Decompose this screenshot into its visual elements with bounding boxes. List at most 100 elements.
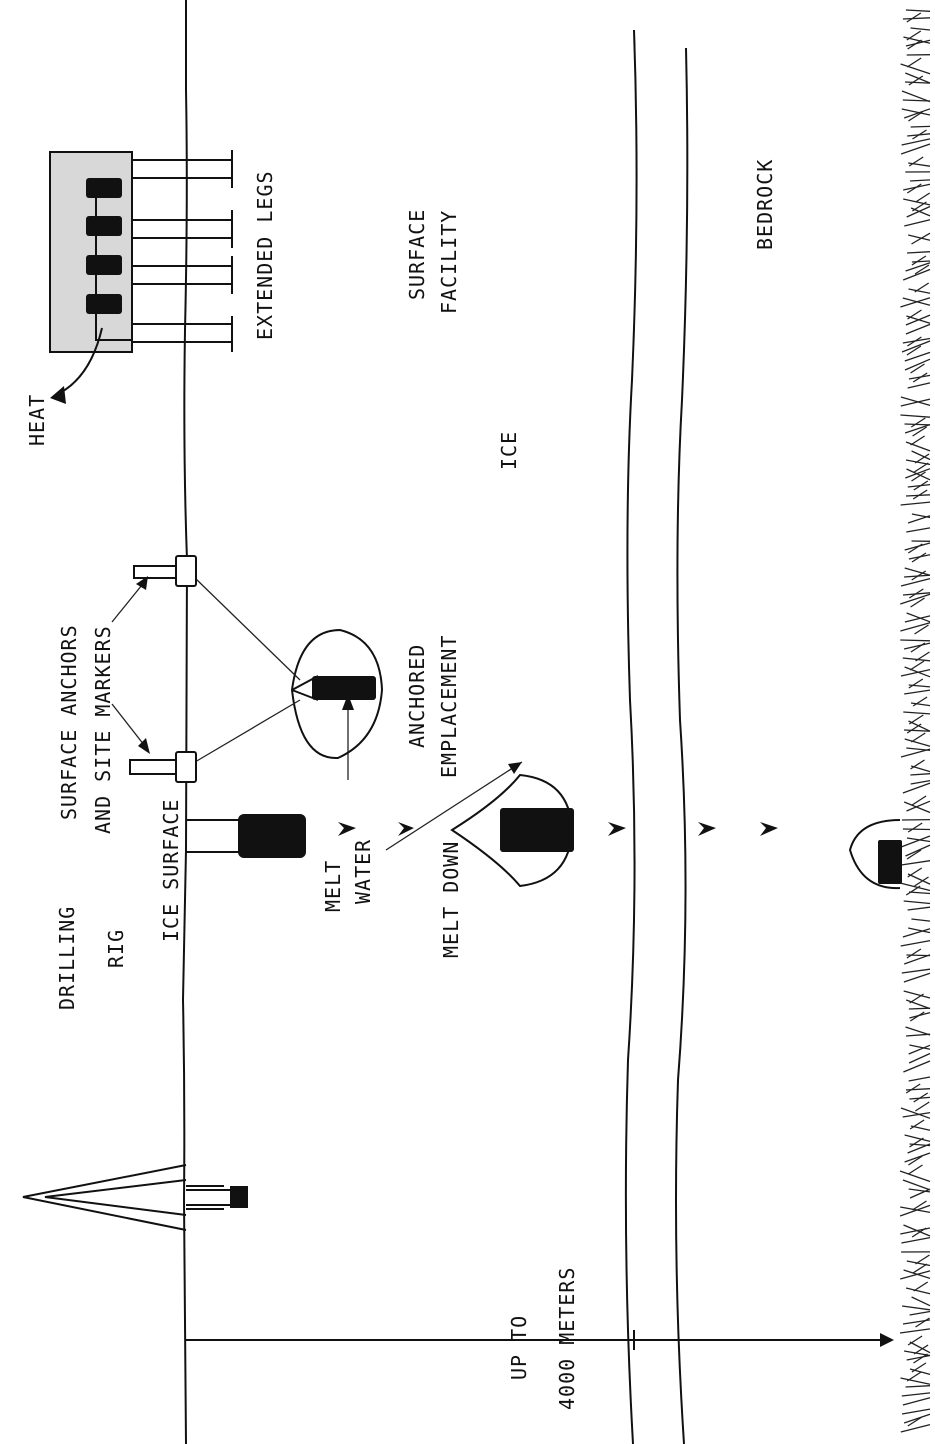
heat-arrow-head — [50, 386, 66, 404]
label-emplacement: EMPLACEMENT — [437, 635, 461, 778]
bedrock-hatch-stroke — [908, 1155, 923, 1166]
bedrock-hatch-stroke — [907, 543, 923, 554]
labels: DRILLING RIG ICE SURFACE MELT DOWN MELT … — [25, 159, 777, 1410]
bedrock-hatch-stroke — [909, 1044, 931, 1050]
melt-water-arrow-head-2 — [342, 694, 354, 710]
bedrock-hatch-stroke — [913, 480, 929, 491]
bedrock-hatch-stroke — [900, 63, 931, 75]
bedrock-hatch-stroke — [900, 639, 931, 642]
bedrock-hatch-stroke — [905, 9, 931, 12]
bedrock-hatch-stroke — [913, 462, 929, 473]
bedrock-hatch-stroke — [908, 111, 923, 122]
bedrock-hatch-stroke — [902, 928, 931, 938]
bedrock-hatch-stroke — [905, 468, 931, 479]
surface-anchor-upper — [133, 555, 197, 587]
bedrock-hatch-stroke — [909, 1137, 924, 1148]
bedrock-hatch-stroke — [904, 219, 931, 227]
bedrock-hatch-stroke — [903, 954, 931, 965]
anchor-label-arrow-upper — [111, 579, 147, 623]
bedrock-hatch-stroke — [906, 1354, 931, 1361]
bedrock-hatch-stroke — [911, 1362, 927, 1373]
bedrock-hatch-stroke — [910, 417, 926, 428]
bedrock-hatch-stroke — [909, 1368, 931, 1376]
bedrock-hatch-stroke — [904, 689, 931, 695]
bedrock-hatch-stroke — [905, 844, 931, 857]
bedrock-hatch-stroke — [908, 891, 931, 895]
bedrock-hatch-stroke — [907, 1143, 931, 1154]
bedrock-hatch-stroke — [903, 900, 931, 905]
bedrock-hatch-stroke — [899, 1328, 931, 1334]
bedrock-hatch-stroke — [914, 876, 929, 887]
bedrock-hatch-stroke — [908, 714, 924, 725]
bedrock-hatch-stroke — [903, 729, 931, 732]
label-melt-down: MELT DOWN — [439, 841, 463, 958]
bedrock-hatch-stroke — [901, 1392, 931, 1397]
bedrock-hatch-stroke — [899, 882, 931, 892]
bedrock-hatch-stroke — [908, 927, 931, 934]
bedrock-hatch-stroke — [904, 615, 931, 623]
bedrock-hatch-stroke — [906, 849, 922, 860]
surface-facility — [49, 150, 233, 353]
label-melt-water-1: MELT — [321, 860, 345, 912]
bedrock-hatch-stroke — [906, 1371, 922, 1382]
bedrock-hatch-stroke — [908, 288, 931, 294]
label-surface: SURFACE — [405, 209, 429, 300]
bedrock-hatch-stroke — [907, 1335, 923, 1346]
bedrock-hatch-stroke — [904, 81, 931, 84]
bedrock-hatch-stroke — [907, 309, 922, 320]
borehole — [186, 814, 306, 858]
bedrock-hatch-stroke — [904, 423, 931, 434]
anchor-cable-upper — [194, 577, 301, 681]
bedrock-hatch-stroke — [903, 108, 931, 119]
label-drilling-rig-1: DRILLING — [55, 906, 79, 1010]
bedrock-hatch-stroke — [900, 668, 931, 677]
bedrock-hatch-stroke — [908, 156, 924, 167]
bedrock-hatch-stroke — [901, 90, 931, 103]
bedrock-hatch-stroke — [900, 1206, 931, 1214]
bedrock-hatch-stroke — [914, 1101, 930, 1112]
bedrock-canister — [848, 819, 902, 890]
bedrock-hatch-stroke — [911, 1227, 927, 1238]
bedrock-hatch-stroke — [903, 1413, 931, 1424]
bedrock-hatch-stroke — [914, 624, 929, 635]
bedrock-hatch-stroke — [905, 885, 921, 896]
bedrock-hatch-stroke — [913, 1281, 929, 1292]
bedrock-hatch-stroke — [912, 372, 928, 383]
bedrock-hatch-stroke — [907, 382, 931, 389]
bedrock-hatch-stroke — [912, 1263, 928, 1274]
bedrock-hatch-stroke — [907, 1416, 923, 1427]
bedrock-hatch-stroke — [905, 999, 931, 1010]
bedrock-hatch-stroke — [910, 207, 931, 217]
bedrock-hatch-stroke — [903, 711, 931, 715]
bedrock-hatch-stroke — [908, 1076, 931, 1082]
melt-water-arrow-1 — [385, 761, 523, 851]
bedrock-hatch-stroke — [900, 939, 931, 947]
bedrock-hatch-stroke — [900, 622, 931, 632]
bedrock-hatch-stroke — [900, 398, 931, 407]
bedrock-hatch-stroke — [901, 860, 931, 866]
bedrock-hatch-stroke — [907, 515, 931, 524]
bedrock-hatch-stroke — [902, 1305, 931, 1311]
drilling-rig — [22, 1164, 248, 1231]
bedrock-hatch-stroke — [906, 183, 922, 194]
bedrock-hatch-stroke — [902, 99, 931, 102]
bedrock-hatch-stroke — [908, 678, 924, 689]
bedrock-hatch-stroke — [906, 800, 931, 812]
bedrock-hatch-stroke — [904, 567, 931, 576]
bedrock-hatch-stroke — [903, 972, 931, 983]
bedrock-hatch-stroke — [905, 1088, 931, 1091]
bedrock-hatch-stroke — [910, 779, 931, 785]
bedrock-hatch-stroke — [906, 57, 922, 68]
bedrock-hatch-stroke — [911, 795, 927, 806]
bedrock-hatch-stroke — [902, 1111, 931, 1118]
bedrock-hatch-stroke — [910, 363, 925, 374]
melt-water-arrow-head-1 — [508, 762, 522, 774]
bedrock-hatch-stroke — [911, 918, 931, 922]
bedrock-hatch-stroke — [907, 822, 923, 833]
anchored-emplacement — [290, 628, 384, 760]
bedrock-hatch-stroke — [909, 1119, 925, 1130]
bedrock-hatch-stroke — [911, 255, 927, 266]
bedrock-hatch-stroke — [911, 471, 926, 482]
bedrock-hatch-stroke — [915, 192, 931, 203]
